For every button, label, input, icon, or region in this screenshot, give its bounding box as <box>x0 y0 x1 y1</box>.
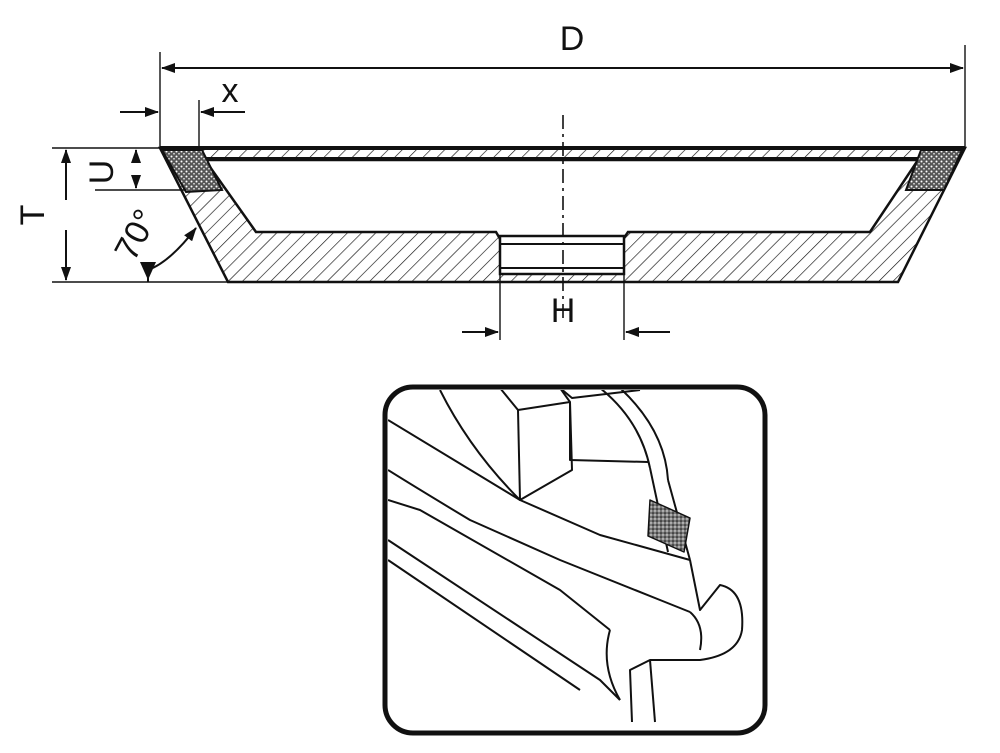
dimension-d: D <box>159 20 966 148</box>
dimension-angle: 70° <box>107 203 197 282</box>
dimension-h: H <box>462 274 670 340</box>
dimension-u: U <box>83 149 186 191</box>
label-t: T <box>14 205 52 226</box>
label-x: x <box>222 72 239 110</box>
abrasive-segment-left <box>160 149 224 194</box>
label-d: D <box>560 20 585 58</box>
abrasive-segment-right <box>904 149 964 191</box>
label-angle: 70° <box>107 203 165 266</box>
label-h: H <box>551 292 576 330</box>
wheel-section <box>157 115 968 322</box>
detail-inset <box>382 384 768 736</box>
label-u: U <box>83 160 121 185</box>
inset-frame <box>382 384 768 736</box>
dimension-t: T <box>14 147 228 283</box>
dimension-x: x <box>120 72 245 148</box>
abrasive-tooth <box>647 499 691 553</box>
